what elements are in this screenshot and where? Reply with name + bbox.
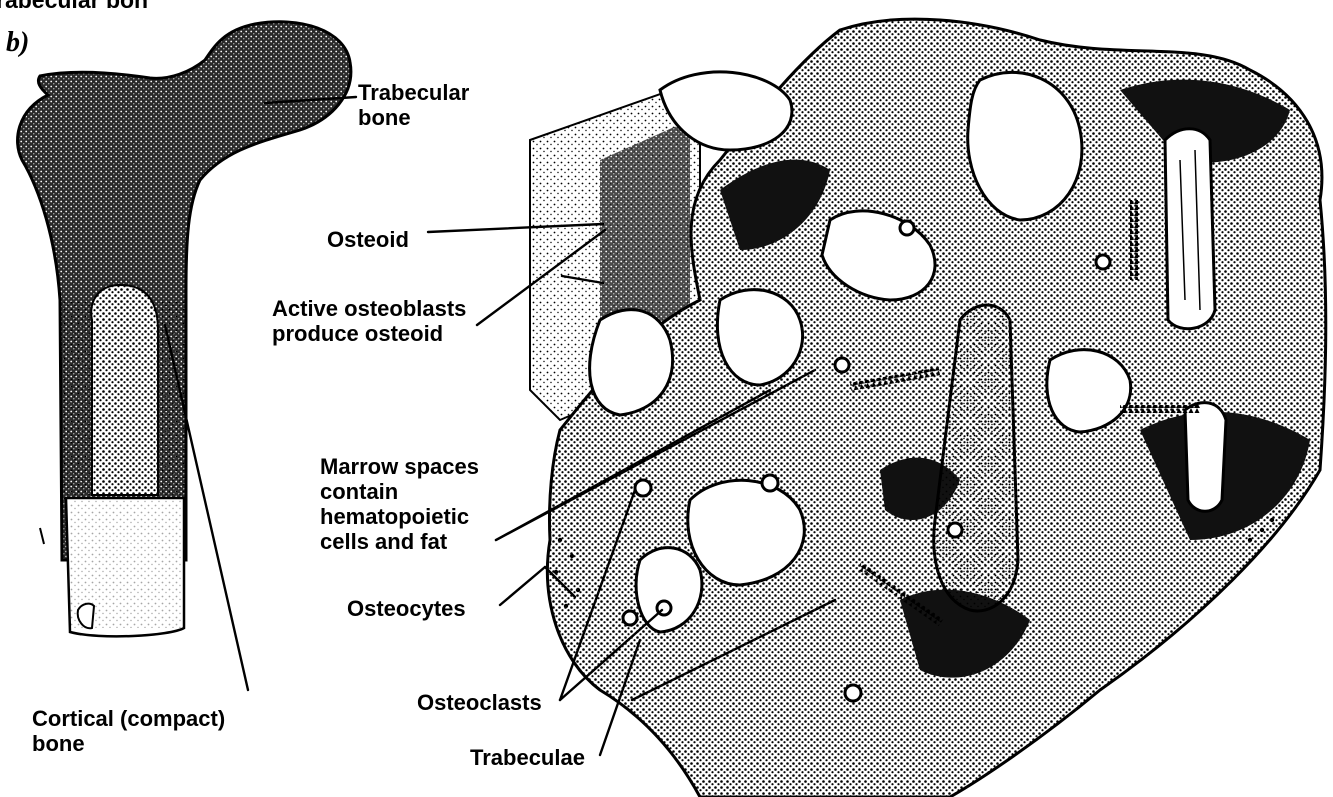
- label-marrow-spaces: Marrow spaces contain hematopoietic cell…: [320, 454, 479, 554]
- trabecular-network-illustration: [530, 19, 1326, 797]
- label-osteoid: Osteoid: [327, 227, 409, 252]
- label-osteocytes: Osteocytes: [347, 596, 466, 621]
- femur-medullary-cavity: [91, 285, 158, 495]
- leader-osteocytes-a: [500, 567, 545, 605]
- osteoclast-edge-4: [1130, 200, 1138, 280]
- label-active-osteoblasts: Active osteoblasts produce osteoid: [272, 296, 466, 346]
- label-trabeculae: Trabeculae: [470, 745, 585, 770]
- femur-cortical-wall-left: [62, 300, 90, 500]
- header-fragment: rabecular bon: [0, 0, 148, 13]
- panel-letter: b): [6, 30, 29, 55]
- label-cortical-bone: Cortical (compact) bone: [32, 706, 225, 756]
- marrow-space-5: [717, 290, 802, 385]
- osteoclast-edge-2: [1120, 405, 1200, 413]
- label-trabecular-bone: Trabecular bone: [358, 80, 469, 130]
- label-osteoclasts: Osteoclasts: [417, 690, 542, 715]
